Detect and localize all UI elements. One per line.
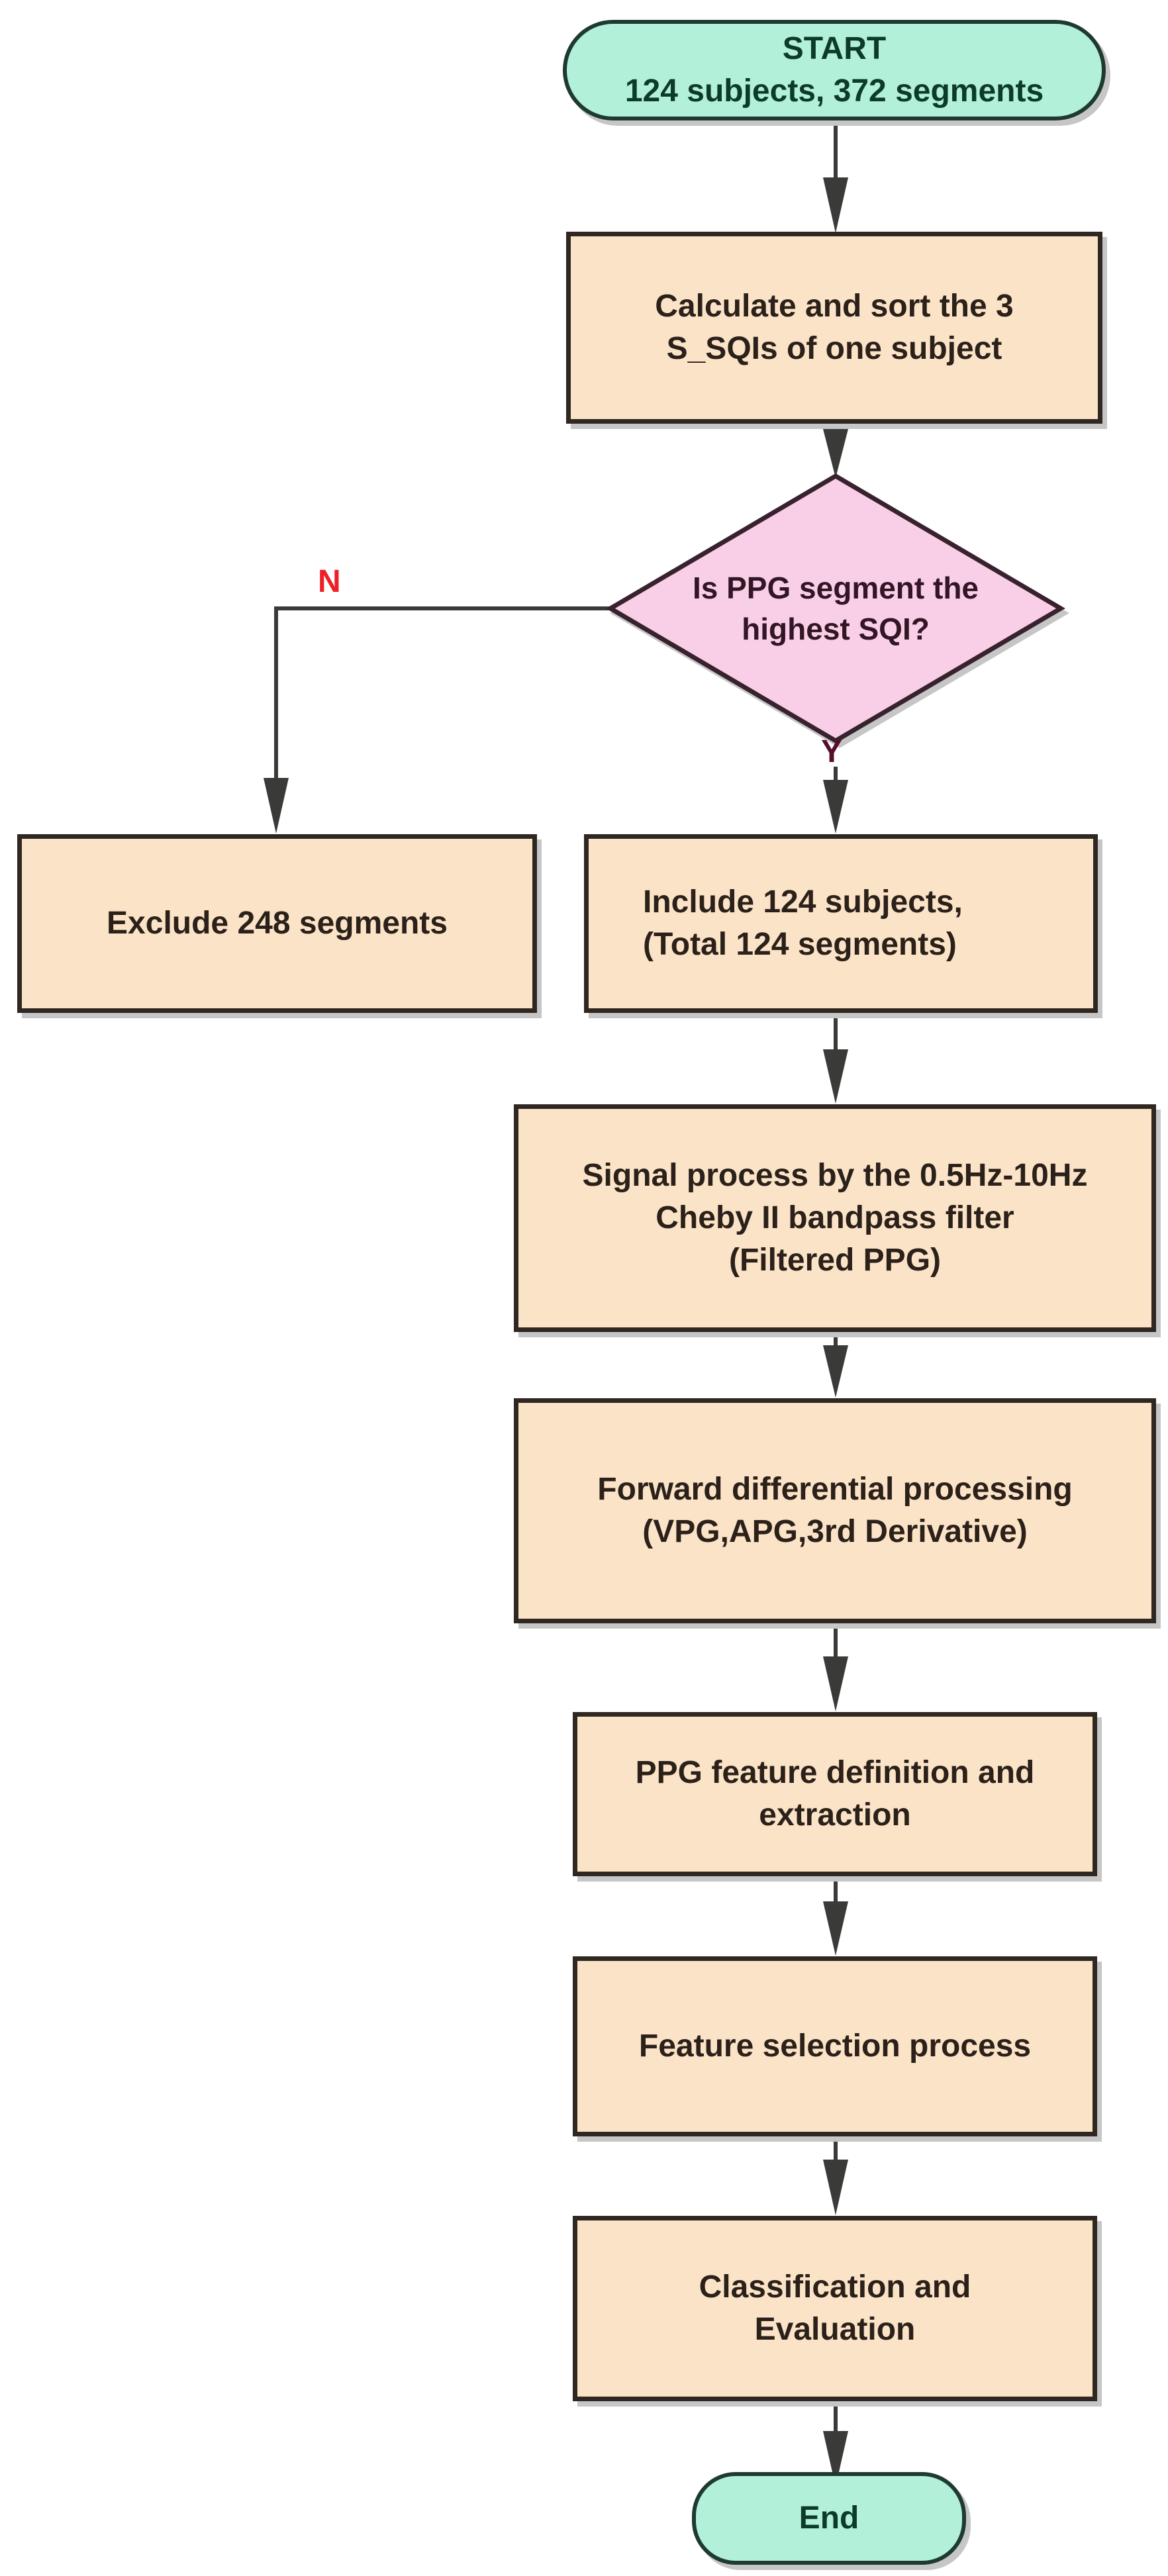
signal-line2: Cheby II bandpass filter: [656, 1200, 1014, 1235]
edge-classification-end: [823, 2401, 848, 2487]
include-line2: (Total 124 segments): [643, 927, 957, 962]
edge-calculate-decision: [823, 424, 848, 478]
process-bandpass-filter: Signal process by the 0.5Hz-10Hz Cheby I…: [514, 1104, 1156, 1332]
start-subtitle: 124 subjects, 372 segments: [624, 73, 1044, 109]
calculate-line2: S_SQIs of one subject: [666, 331, 1002, 366]
start-terminator: START 124 subjects, 372 segments: [563, 20, 1106, 120]
label-branch-no: N: [318, 564, 341, 599]
process-feature-selection: Feature selection process: [573, 1956, 1097, 2136]
process-forward-differential: Forward differential processing (VPG,APG…: [514, 1398, 1156, 1623]
exclude-line1: Exclude 248 segments: [107, 906, 448, 941]
edge-decision-include: [823, 767, 848, 834]
process-include-subjects: Include 124 subjects, (Total 124 segment…: [584, 834, 1098, 1013]
end-label: End: [799, 2501, 859, 2536]
edge-selection-classification: [823, 2136, 848, 2215]
decision-highest-sqi: Is PPG segment the highest SQI?: [624, 566, 1047, 651]
edge-forward-ppgfeature: [823, 1623, 848, 1711]
label-branch-yes: Y: [821, 734, 843, 769]
decision-diamond-shape: [606, 473, 1065, 744]
decision-line1: Is PPG segment the: [692, 571, 979, 605]
edge-start-calculate: [823, 121, 848, 233]
forward-line1: Forward differential processing: [597, 1472, 1073, 1507]
selection-line1: Feature selection process: [638, 2028, 1032, 2064]
classification-line1: Classification and: [699, 2269, 971, 2305]
decision-line2: highest SQI?: [742, 612, 930, 646]
signal-line1: Signal process by the 0.5Hz-10Hz: [582, 1158, 1088, 1193]
edge-include-signal: [823, 1013, 848, 1104]
process-classification: Classification and Evaluation: [573, 2216, 1097, 2401]
edge-signal-forward: [823, 1332, 848, 1398]
process-exclude-segments: Exclude 248 segments: [17, 834, 537, 1013]
end-terminator: End: [692, 2472, 966, 2565]
classification-line2: Evaluation: [754, 2312, 916, 2347]
start-title: START: [782, 31, 887, 66]
signal-line3: (Filtered PPG): [728, 1243, 942, 1278]
edge-ppgfeature-selection: [823, 1876, 848, 1956]
ppgfeature-line1: PPG feature definition and: [635, 1755, 1035, 1790]
ppgfeature-line2: extraction: [759, 1797, 911, 1833]
include-line1: Include 124 subjects,: [643, 884, 963, 920]
forward-line2: (VPG,APG,3rd Derivative): [642, 1514, 1028, 1549]
calculate-line1: Calculate and sort the 3: [655, 289, 1014, 324]
process-feature-extraction: PPG feature definition and extraction: [573, 1712, 1097, 1876]
process-calculate-sqi: Calculate and sort the 3 S_SQIs of one s…: [566, 232, 1102, 424]
edge-decision-exclude: [264, 606, 610, 834]
